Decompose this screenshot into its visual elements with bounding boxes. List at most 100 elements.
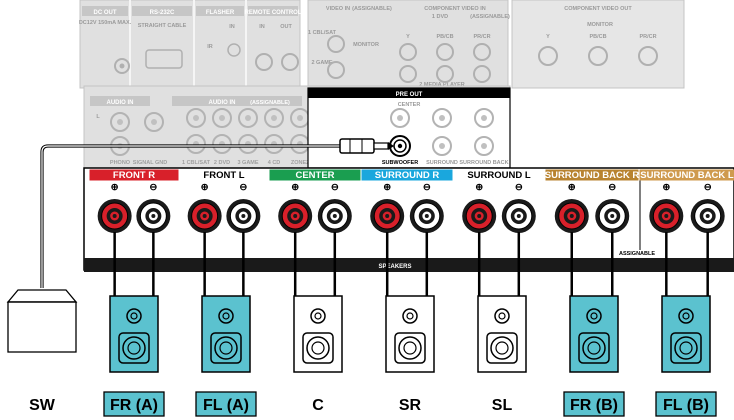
speaker-label: SR <box>399 397 422 414</box>
component-out-title: COMPONENT VIDEO OUT <box>564 6 632 12</box>
subwoofer-icon <box>6 289 78 353</box>
minus-icon: ⊖ <box>515 182 523 193</box>
terminal-header <box>545 169 639 181</box>
speaker-label-box <box>655 391 717 417</box>
speaker-row <box>6 289 711 373</box>
binding-post <box>462 199 497 233</box>
plus-icon: ⊕ <box>291 182 299 193</box>
speaker-label: SW <box>29 397 56 414</box>
audio-in-bottom-label: SIGNAL GND <box>133 160 167 166</box>
speaker-label: C <box>312 397 324 414</box>
speaker-terminal-panel: SPEAKERS ASSIGNABLE FRONT R⊕⊖FRONT L⊕⊖CE… <box>83 167 734 272</box>
audio-in-bottom-label: 2 DVD <box>214 160 230 166</box>
binding-post <box>409 199 444 233</box>
audio-in-title: AUDIO IN <box>209 100 236 106</box>
binding-post <box>649 199 684 233</box>
flasher-title: FLASHER <box>206 10 235 16</box>
terminal-label: SURROUND R <box>375 170 440 181</box>
video-monitor-label: MONITOR <box>353 42 379 48</box>
flasher-ir-label: IR <box>207 44 213 50</box>
speaker-label-box <box>195 391 257 417</box>
terminal-group: SURROUND R⊕ ⊖ <box>361 169 453 233</box>
subwoofer-jack-label: SUBWOOFER <box>382 160 418 166</box>
speaker-label: FR (A) <box>110 397 158 414</box>
top-connector-panel: DC OUT RS-232C FLASHER REMOTE CONTROL VI… <box>79 0 685 89</box>
subwoofer-cable <box>40 138 394 288</box>
terminal-header <box>361 169 453 181</box>
speaker-label: SL <box>492 397 513 414</box>
component-out-pb: PB/CB <box>589 34 606 40</box>
video-in-jack-1: 1 CBL/SAT <box>308 30 337 36</box>
speaker-wires <box>113 232 709 296</box>
component-in-media: 2 MEDIA PLAYER <box>419 82 464 88</box>
audio-in-bottom-label: 3 GAME <box>237 160 258 166</box>
plus-icon: ⊕ <box>383 182 391 193</box>
speaker-label-box <box>563 391 625 417</box>
component-in-pb: PB/CB <box>436 34 453 40</box>
speaker-icon <box>477 295 527 373</box>
binding-post <box>278 199 313 233</box>
terminal-group: SURROUND BACK L⊕⊖ <box>639 169 734 233</box>
speaker-icon <box>385 295 435 373</box>
plus-icon: ⊕ <box>568 182 576 193</box>
terminal-header <box>453 169 545 181</box>
flasher-in-label: IN <box>229 24 235 30</box>
binding-post <box>187 199 222 233</box>
component-in-dvd: 1 DVD <box>432 14 448 20</box>
pre-out-surround-label: SURROUND <box>426 160 458 166</box>
audio-in-bottom-label: 1 CBL/SAT <box>182 160 211 166</box>
terminal-header <box>89 169 179 181</box>
pre-out-jacks <box>390 108 494 156</box>
terminal-group: SURROUND BACK R⊕ ⊖ <box>545 169 640 233</box>
plus-icon: ⊕ <box>201 182 209 193</box>
plus-icon: ⊕ <box>111 182 119 193</box>
video-in-title: VIDEO IN <box>326 6 350 12</box>
remote-out-label: OUT <box>280 24 292 30</box>
minus-icon: ⊖ <box>423 182 431 193</box>
component-in-pr: PR/CR <box>473 34 490 40</box>
minus-icon: ⊖ <box>239 182 247 193</box>
minus-icon: ⊖ <box>149 182 157 193</box>
pre-out-block <box>307 87 511 169</box>
rs232c-subtitle: STRAIGHT CABLE <box>138 23 187 29</box>
speaker-icon <box>569 295 619 373</box>
component-out-pr: PR/CR <box>639 34 656 40</box>
pre-out-surround-back-label: SURROUND BACK <box>459 160 508 166</box>
speaker-icon <box>661 295 711 373</box>
assignable-label: ASSIGNABLE <box>619 251 655 257</box>
plus-icon: ⊕ <box>662 182 670 193</box>
audio-in-note: (ASSIGNABLE) <box>250 100 290 106</box>
rs232c-title: RS-232C <box>150 10 175 16</box>
terminal-header <box>639 169 734 181</box>
minus-icon: ⊖ <box>608 182 616 193</box>
component-in-title: COMPONENT VIDEO IN <box>424 6 485 12</box>
plus-icon: ⊕ <box>475 182 483 193</box>
terminal-group: FRONT L⊕⊖ <box>179 169 269 233</box>
terminal-label: CENTER <box>295 170 334 181</box>
terminal-group: SURROUND L⊕ ⊖ <box>453 169 545 233</box>
binding-post <box>501 199 536 233</box>
speakers-label: SPEAKERS <box>378 264 411 270</box>
component-in-y: Y <box>406 34 410 40</box>
audio-in-left-title: AUDIO IN <box>107 100 134 106</box>
terminal-group: FRONT R⊕ ⊖ <box>89 169 179 233</box>
terminal-label: SURROUND L <box>467 170 531 181</box>
binding-post <box>690 199 725 233</box>
speaker-icon <box>293 295 343 373</box>
minus-icon: ⊖ <box>331 182 339 193</box>
pre-out-center-label: CENTER <box>398 102 421 108</box>
video-in-jack-2: 2 GAME <box>311 60 332 66</box>
terminal-label: SURROUND BACK R <box>545 170 640 181</box>
binding-post <box>226 199 261 233</box>
terminal-label: FRONT R <box>113 170 155 181</box>
binding-post <box>136 199 171 233</box>
speaker-label: FL (B) <box>663 397 709 414</box>
speaker-label-box <box>103 391 165 417</box>
rca-plug <box>339 138 375 154</box>
audio-in-bottom-label: 4 CD <box>268 160 281 166</box>
video-in-note: (ASSIGNABLE) <box>352 6 392 12</box>
